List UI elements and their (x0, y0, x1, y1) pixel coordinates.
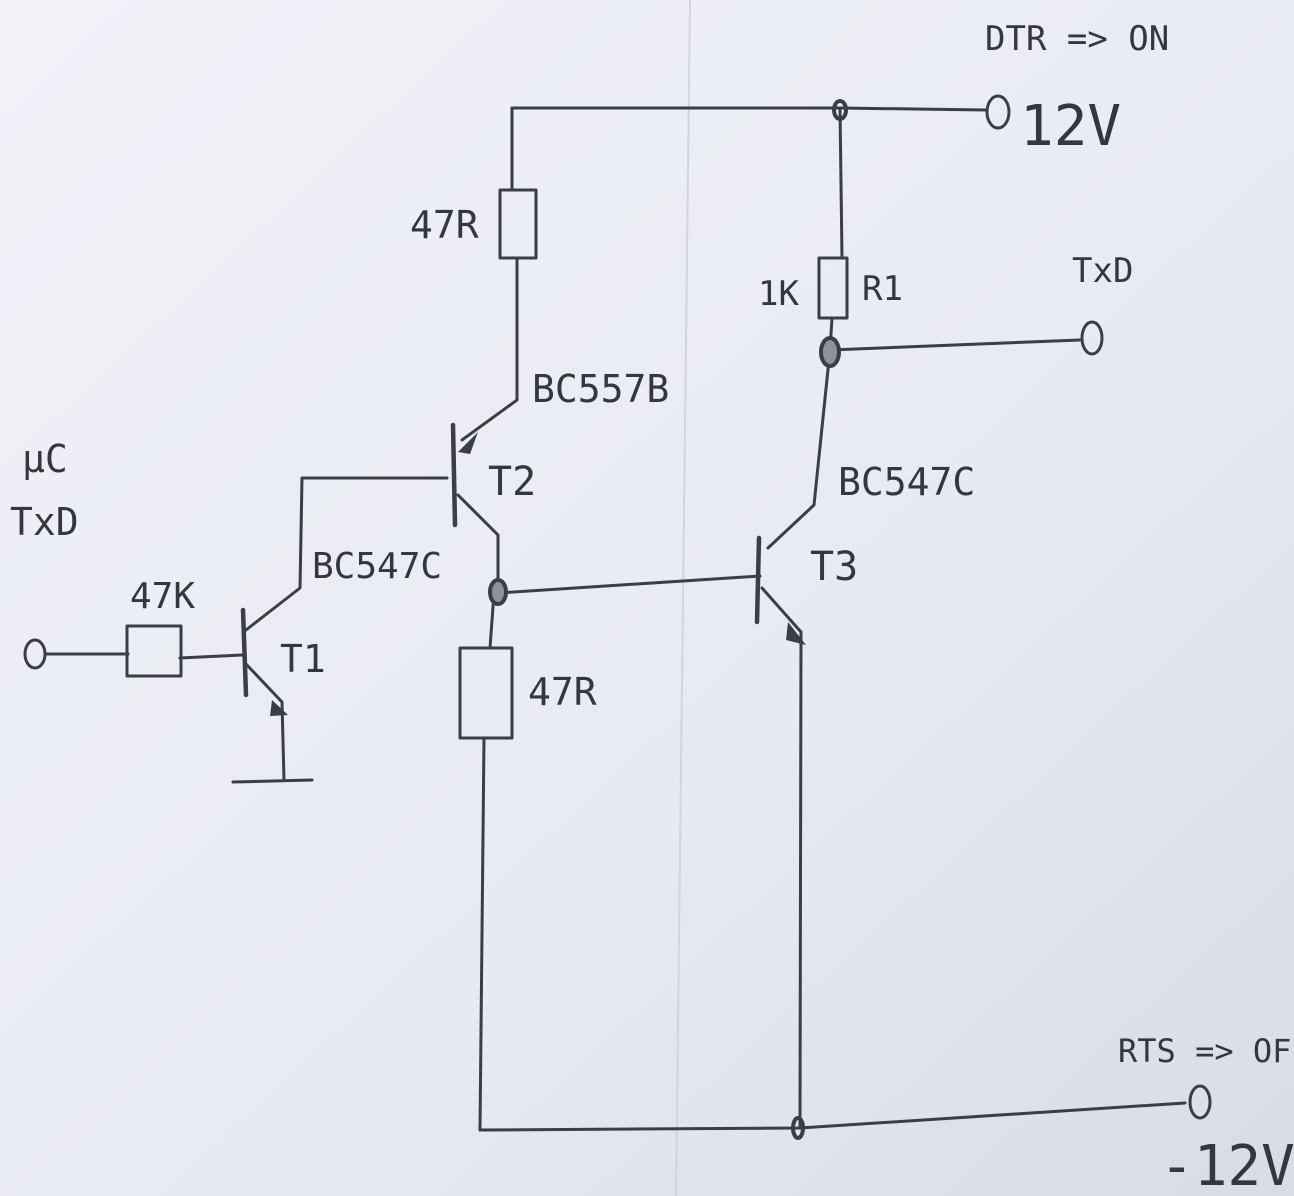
junction-t2-collector (488, 578, 508, 606)
label-txd-input: TxD (10, 500, 79, 544)
label-bc547c-t1: BC547C (312, 546, 442, 587)
wire-t2-base-t1-collector (244, 476, 449, 632)
wire-txd-output (828, 338, 1082, 352)
label-47k: 47K (130, 576, 195, 617)
label-rts-off: RTS => OFF (1118, 1032, 1294, 1070)
label-47r-bottom: 47R (528, 670, 597, 714)
junction-top (832, 99, 848, 121)
resistor-47r-bottom (458, 646, 514, 740)
junction-r1 (819, 336, 841, 368)
label-bc547c-t3: BC547C (838, 460, 975, 504)
wire-r1-top (838, 106, 844, 260)
label-t2: T2 (488, 459, 536, 505)
label-t1: T1 (280, 637, 326, 681)
ground-symbol (231, 778, 314, 784)
wire-r-down-bottom (478, 736, 486, 1132)
label-bc557b: BC557B (532, 367, 669, 411)
junction-bottom (791, 1116, 805, 1140)
label-minus-12v: -12V (1160, 1134, 1294, 1196)
paper-fold (675, 0, 691, 1196)
wire-t3-emitter (760, 586, 803, 1128)
t1-emitter-arrow-icon (270, 700, 288, 716)
t2-emitter-arrow-icon (458, 432, 478, 454)
wire-bottom-rail (478, 1101, 1187, 1132)
wire-t2-collector (456, 493, 500, 595)
label-t3: T3 (810, 544, 858, 590)
resistor-r1 (817, 256, 849, 320)
terminal-12v (985, 94, 1011, 130)
t3-emitter-arrow-icon (786, 622, 806, 645)
label-12v: 12V (1020, 94, 1121, 159)
wire-t3-base (496, 574, 762, 595)
wire-t1-emitter (244, 662, 286, 782)
terminal-input (23, 638, 47, 670)
label-47r-top: 47R (410, 203, 479, 247)
wire-t2-emitter (460, 256, 519, 442)
wire-t1-base (178, 653, 244, 660)
label-dtr-on: DTR => ON (985, 19, 1169, 59)
terminal-txd (1080, 320, 1104, 356)
t2-base-bar (450, 422, 458, 528)
t1-base-bar (240, 607, 249, 698)
terminal-minus-12v (1188, 1084, 1212, 1120)
resistor-47r-top (498, 188, 538, 260)
label-1k: 1K (758, 274, 799, 314)
resistor-47k (125, 624, 183, 678)
label-uc: µC (22, 437, 68, 481)
t3-base-bar (754, 535, 762, 625)
wire-t3-collector (766, 348, 832, 550)
label-r1: R1 (862, 269, 903, 309)
label-txd-output: TxD (1072, 251, 1133, 291)
